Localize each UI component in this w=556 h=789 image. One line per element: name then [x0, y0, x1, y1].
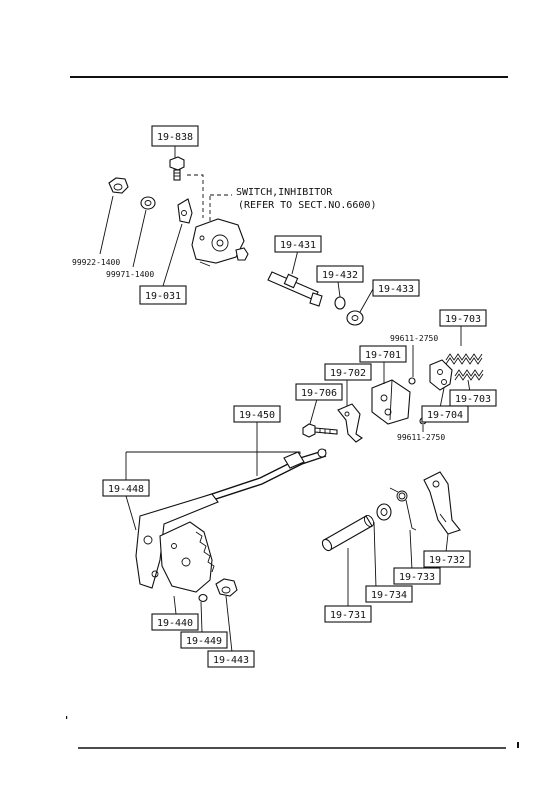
callout-19-731: 19-731: [324, 605, 372, 623]
part-detent-19-704: [429, 359, 453, 391]
svg-text:19-433: 19-433: [378, 284, 414, 295]
callout-19-734: 19-734: [365, 585, 413, 603]
label-99971-1400: 99971-1400: [106, 270, 154, 279]
svg-text:19-443: 19-443: [213, 655, 249, 666]
part-nut-99922-1400: [108, 177, 129, 194]
callout-19-449: 19-449: [180, 631, 228, 649]
part-plate-19-702: [337, 403, 363, 443]
callout-19-701: 19-701: [359, 345, 407, 363]
part-bracket: [177, 198, 193, 224]
svg-text:19-732: 19-732: [429, 555, 465, 566]
svg-text:19-432: 19-432: [322, 270, 358, 281]
svg-text:19-701: 19-701: [365, 350, 401, 361]
svg-text:19-731: 19-731: [330, 610, 366, 621]
svg-text:19-031: 19-031: [145, 291, 181, 302]
part-pin-19-731: [321, 514, 375, 552]
callout-19-432: 19-432: [316, 265, 364, 283]
callout-19-031: 19-031: [139, 285, 187, 305]
svg-text:19-449: 19-449: [186, 636, 222, 647]
svg-text:19-704: 19-704: [427, 410, 463, 421]
svg-text:19-838: 19-838: [157, 132, 193, 143]
callout-19-732: 19-732: [423, 550, 471, 568]
callout-19-704: 19-704: [421, 405, 469, 423]
part-sector-plate: [159, 521, 215, 593]
switch-dashed-leader: [187, 174, 204, 218]
label-99611-2750-lower: 99611-2750: [397, 433, 445, 442]
part-washer-19-433: [346, 310, 364, 326]
callout-19-702: 19-702: [324, 363, 372, 381]
callout-19-448: 19-448: [102, 479, 150, 497]
svg-text:19-448: 19-448: [108, 484, 144, 495]
svg-text:19-440: 19-440: [157, 618, 193, 629]
callout-19-706: 19-706: [295, 383, 343, 401]
svg-text:19-703: 19-703: [455, 394, 491, 405]
callout-19-733: 19-733: [393, 567, 441, 585]
callout-19-433: 19-433: [372, 279, 420, 297]
callout-19-443: 19-443: [207, 650, 255, 668]
label-99611-2750-upper: 99611-2750: [390, 334, 438, 343]
callout-19-431: 19-431: [274, 235, 322, 253]
part-bolt-19-838: [169, 156, 185, 181]
callout-19-440: 19-440: [151, 613, 199, 631]
label-99922-1400: 99922-1400: [72, 258, 120, 267]
corner-mark: [517, 742, 519, 748]
part-lever-19-448: [135, 493, 219, 589]
part-bolt-19-706: [302, 423, 338, 438]
svg-text:19-702: 19-702: [330, 368, 366, 379]
svg-text:19-706: 19-706: [301, 388, 337, 399]
part-spring-19-703-upper: [445, 353, 483, 365]
svg-text:19-431: 19-431: [280, 240, 316, 251]
svg-text:19-450: 19-450: [239, 410, 275, 421]
svg-text:19-733: 19-733: [399, 572, 435, 583]
callout-19-703-lower: 19-703: [449, 389, 497, 407]
callout-19-450: 19-450: [233, 405, 281, 423]
part-washer-99971-1400: [140, 196, 156, 210]
svg-text:19-734: 19-734: [371, 590, 407, 601]
note-refer-section: (REFER TO SECT.NO.6600): [238, 200, 376, 211]
svg-text:19-703: 19-703: [445, 314, 481, 325]
part-housing-19-701: [371, 379, 411, 425]
part-lever-19-732: [423, 471, 461, 535]
callout-19-838: 19-838: [151, 125, 199, 147]
part-rod-19-450: [175, 448, 327, 513]
part-spring-19-733: [389, 487, 417, 531]
part-ring-19-432: [334, 296, 346, 310]
part-inhibitor-switch: [191, 218, 249, 267]
margin-mark: [66, 716, 68, 719]
part-washer-19-449: [198, 593, 208, 603]
part-shaft-19-431: [267, 271, 323, 307]
part-spring-19-703-lower: [454, 369, 484, 381]
part-nut-19-443: [215, 578, 238, 597]
part-washer-19-734: [376, 503, 392, 521]
callout-19-703-upper: 19-703: [439, 309, 487, 327]
note-switch-inhibitor: SWITCH,INHIBITOR: [236, 187, 333, 198]
